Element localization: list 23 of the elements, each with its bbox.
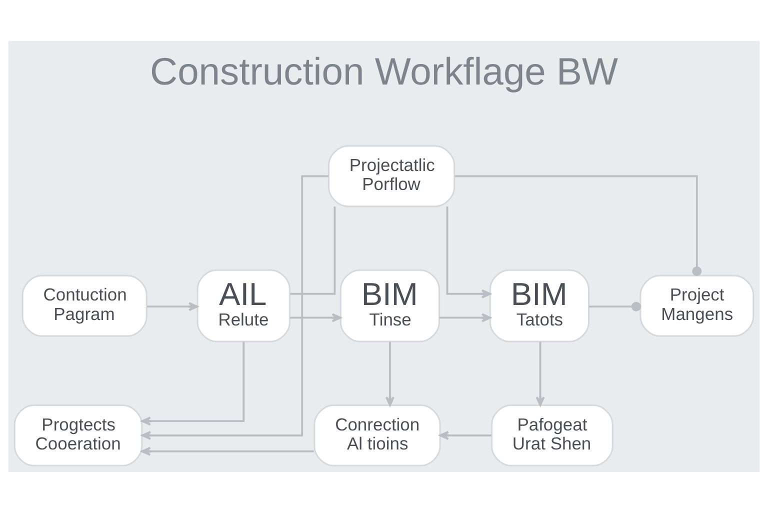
arrow: [536, 341, 545, 406]
connector: [588, 301, 641, 311]
arrow: [290, 312, 342, 322]
node-box: Contuction Pagram: [22, 274, 148, 336]
node-box: Project Mangens: [640, 274, 754, 336]
arrow: [439, 430, 492, 440]
arrow: [141, 174, 328, 440]
node-box: AIL Relute: [196, 268, 291, 342]
arrow: [141, 446, 314, 456]
node-box: Progtects Cooeration: [14, 404, 143, 466]
arrow: [147, 302, 198, 311]
node-box: Conrection Al tioins: [314, 404, 441, 466]
arrow: [141, 341, 245, 426]
arrow: [439, 312, 492, 322]
node-box: Pafogeat Urat Shen: [490, 404, 614, 466]
connector: [290, 206, 336, 294]
node-box: BIM Tatots: [489, 268, 590, 342]
arrow: [446, 206, 492, 298]
arrow: [385, 341, 394, 406]
diagram-title: Construction Workflage BW: [150, 50, 618, 93]
node-box: Projectatlic Porflow: [328, 144, 456, 207]
node-box: BIM Tinse: [340, 268, 440, 342]
connector: [454, 174, 702, 276]
